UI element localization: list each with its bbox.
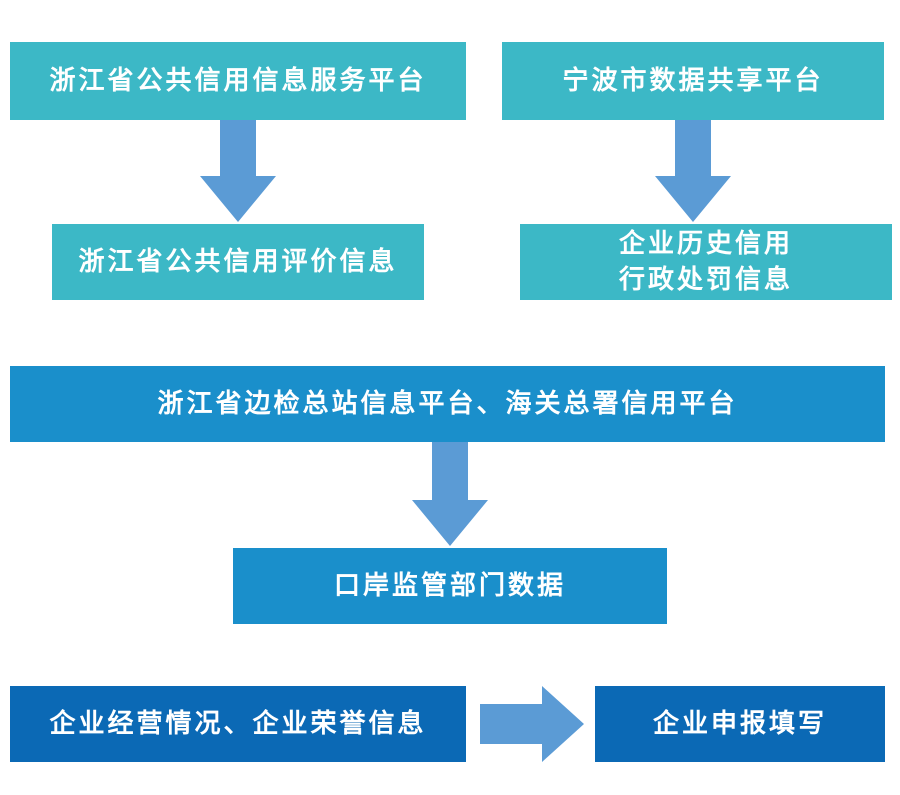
down-arrow-center <box>412 442 488 546</box>
down-arrow-left <box>200 120 276 222</box>
right-arrow <box>480 686 584 762</box>
port-supervision-data-box: 口岸监管部门数据 <box>233 548 667 624</box>
zj-credit-evaluation-box: 浙江省公共信用评价信息 <box>52 224 424 300</box>
zj-public-credit-platform-box: 浙江省公共信用信息服务平台 <box>10 42 466 120</box>
history-penalty-line1: 企业历史信用 <box>618 229 793 259</box>
zj-public-credit-platform-label: 浙江省公共信用信息服务平台 <box>49 66 427 96</box>
history-penalty-line2: 行政处罚信息 <box>618 265 793 295</box>
border-customs-platform-label: 浙江省边检总站信息平台、海关总署信用平台 <box>157 389 738 419</box>
enterprise-report-label: 企业申报填写 <box>652 709 827 739</box>
port-supervision-data-label: 口岸监管部门数据 <box>333 571 566 601</box>
border-customs-platform-box: 浙江省边检总站信息平台、海关总署信用平台 <box>10 366 885 442</box>
history-penalty-box: 企业历史信用 行政处罚信息 <box>520 224 892 300</box>
business-honor-info-label: 企业经营情况、企业荣誉信息 <box>49 709 427 739</box>
business-honor-info-box: 企业经营情况、企业荣誉信息 <box>10 686 466 762</box>
enterprise-report-box: 企业申报填写 <box>595 686 885 762</box>
down-arrow-right <box>655 120 731 222</box>
zj-credit-evaluation-label: 浙江省公共信用评价信息 <box>78 247 398 277</box>
ningbo-data-platform-box: 宁波市数据共享平台 <box>502 42 884 120</box>
ningbo-data-platform-label: 宁波市数据共享平台 <box>562 66 824 96</box>
